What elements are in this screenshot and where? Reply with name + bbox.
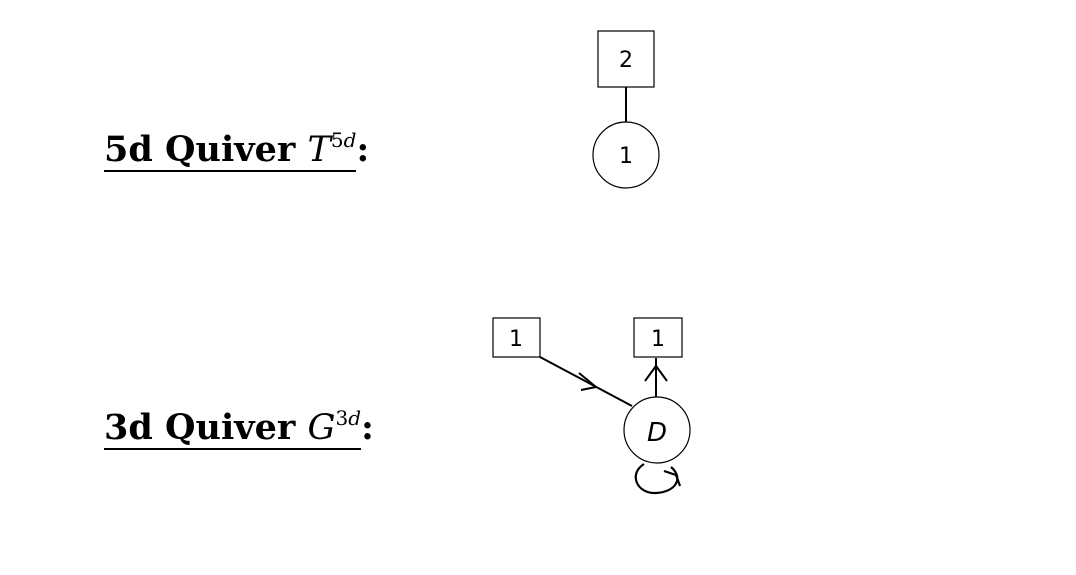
top-flavor-node-3d — [633, 317, 683, 358]
heading-5d-text: 5d Quiver — [104, 129, 308, 170]
left-flavor-node-3d-label: 1 — [509, 327, 523, 352]
heading-3d-colon: : — [361, 407, 374, 448]
heading-5d-colon: : — [356, 129, 370, 170]
gauge-node-3d — [623, 396, 691, 464]
quiver-5d-diagram: 2 1 — [592, 30, 660, 189]
gauge-node-5d — [592, 121, 660, 189]
top-flavor-node-3d-label: 1 — [651, 327, 665, 352]
quiver-3d-diagram: 1 1 D — [492, 317, 691, 495]
heading-3d-superscript: 3d — [335, 406, 361, 430]
arrowhead-3d-left-edge — [578, 372, 599, 391]
left-flavor-node-3d — [492, 317, 541, 358]
heading-3d-underline: 3d Quiver G3d — [104, 408, 361, 450]
flavor-node-5d — [597, 30, 655, 88]
self-loop-arrowhead-3d — [663, 469, 682, 487]
heading-3d-text: 3d Quiver — [104, 407, 308, 448]
edge-3d-left-flavor-gauge — [539, 356, 633, 407]
heading-5d-quiver: 5d Quiver T5d: — [104, 130, 369, 172]
heading-5d-superscript: 5d — [330, 128, 357, 152]
heading-3d-quiver: 3d Quiver G3d: — [104, 408, 374, 450]
heading-5d-symbol: T — [307, 130, 331, 170]
gauge-node-3d-label: D — [647, 418, 667, 448]
self-loop-3d — [634, 463, 679, 495]
gauge-node-5d-label: 1 — [619, 144, 633, 169]
heading-5d-underline: 5d Quiver T5d — [104, 128, 357, 172]
arrowhead-3d-top-edge — [644, 364, 668, 382]
flavor-node-5d-label: 2 — [619, 48, 633, 73]
heading-3d-symbol: G — [307, 408, 336, 448]
